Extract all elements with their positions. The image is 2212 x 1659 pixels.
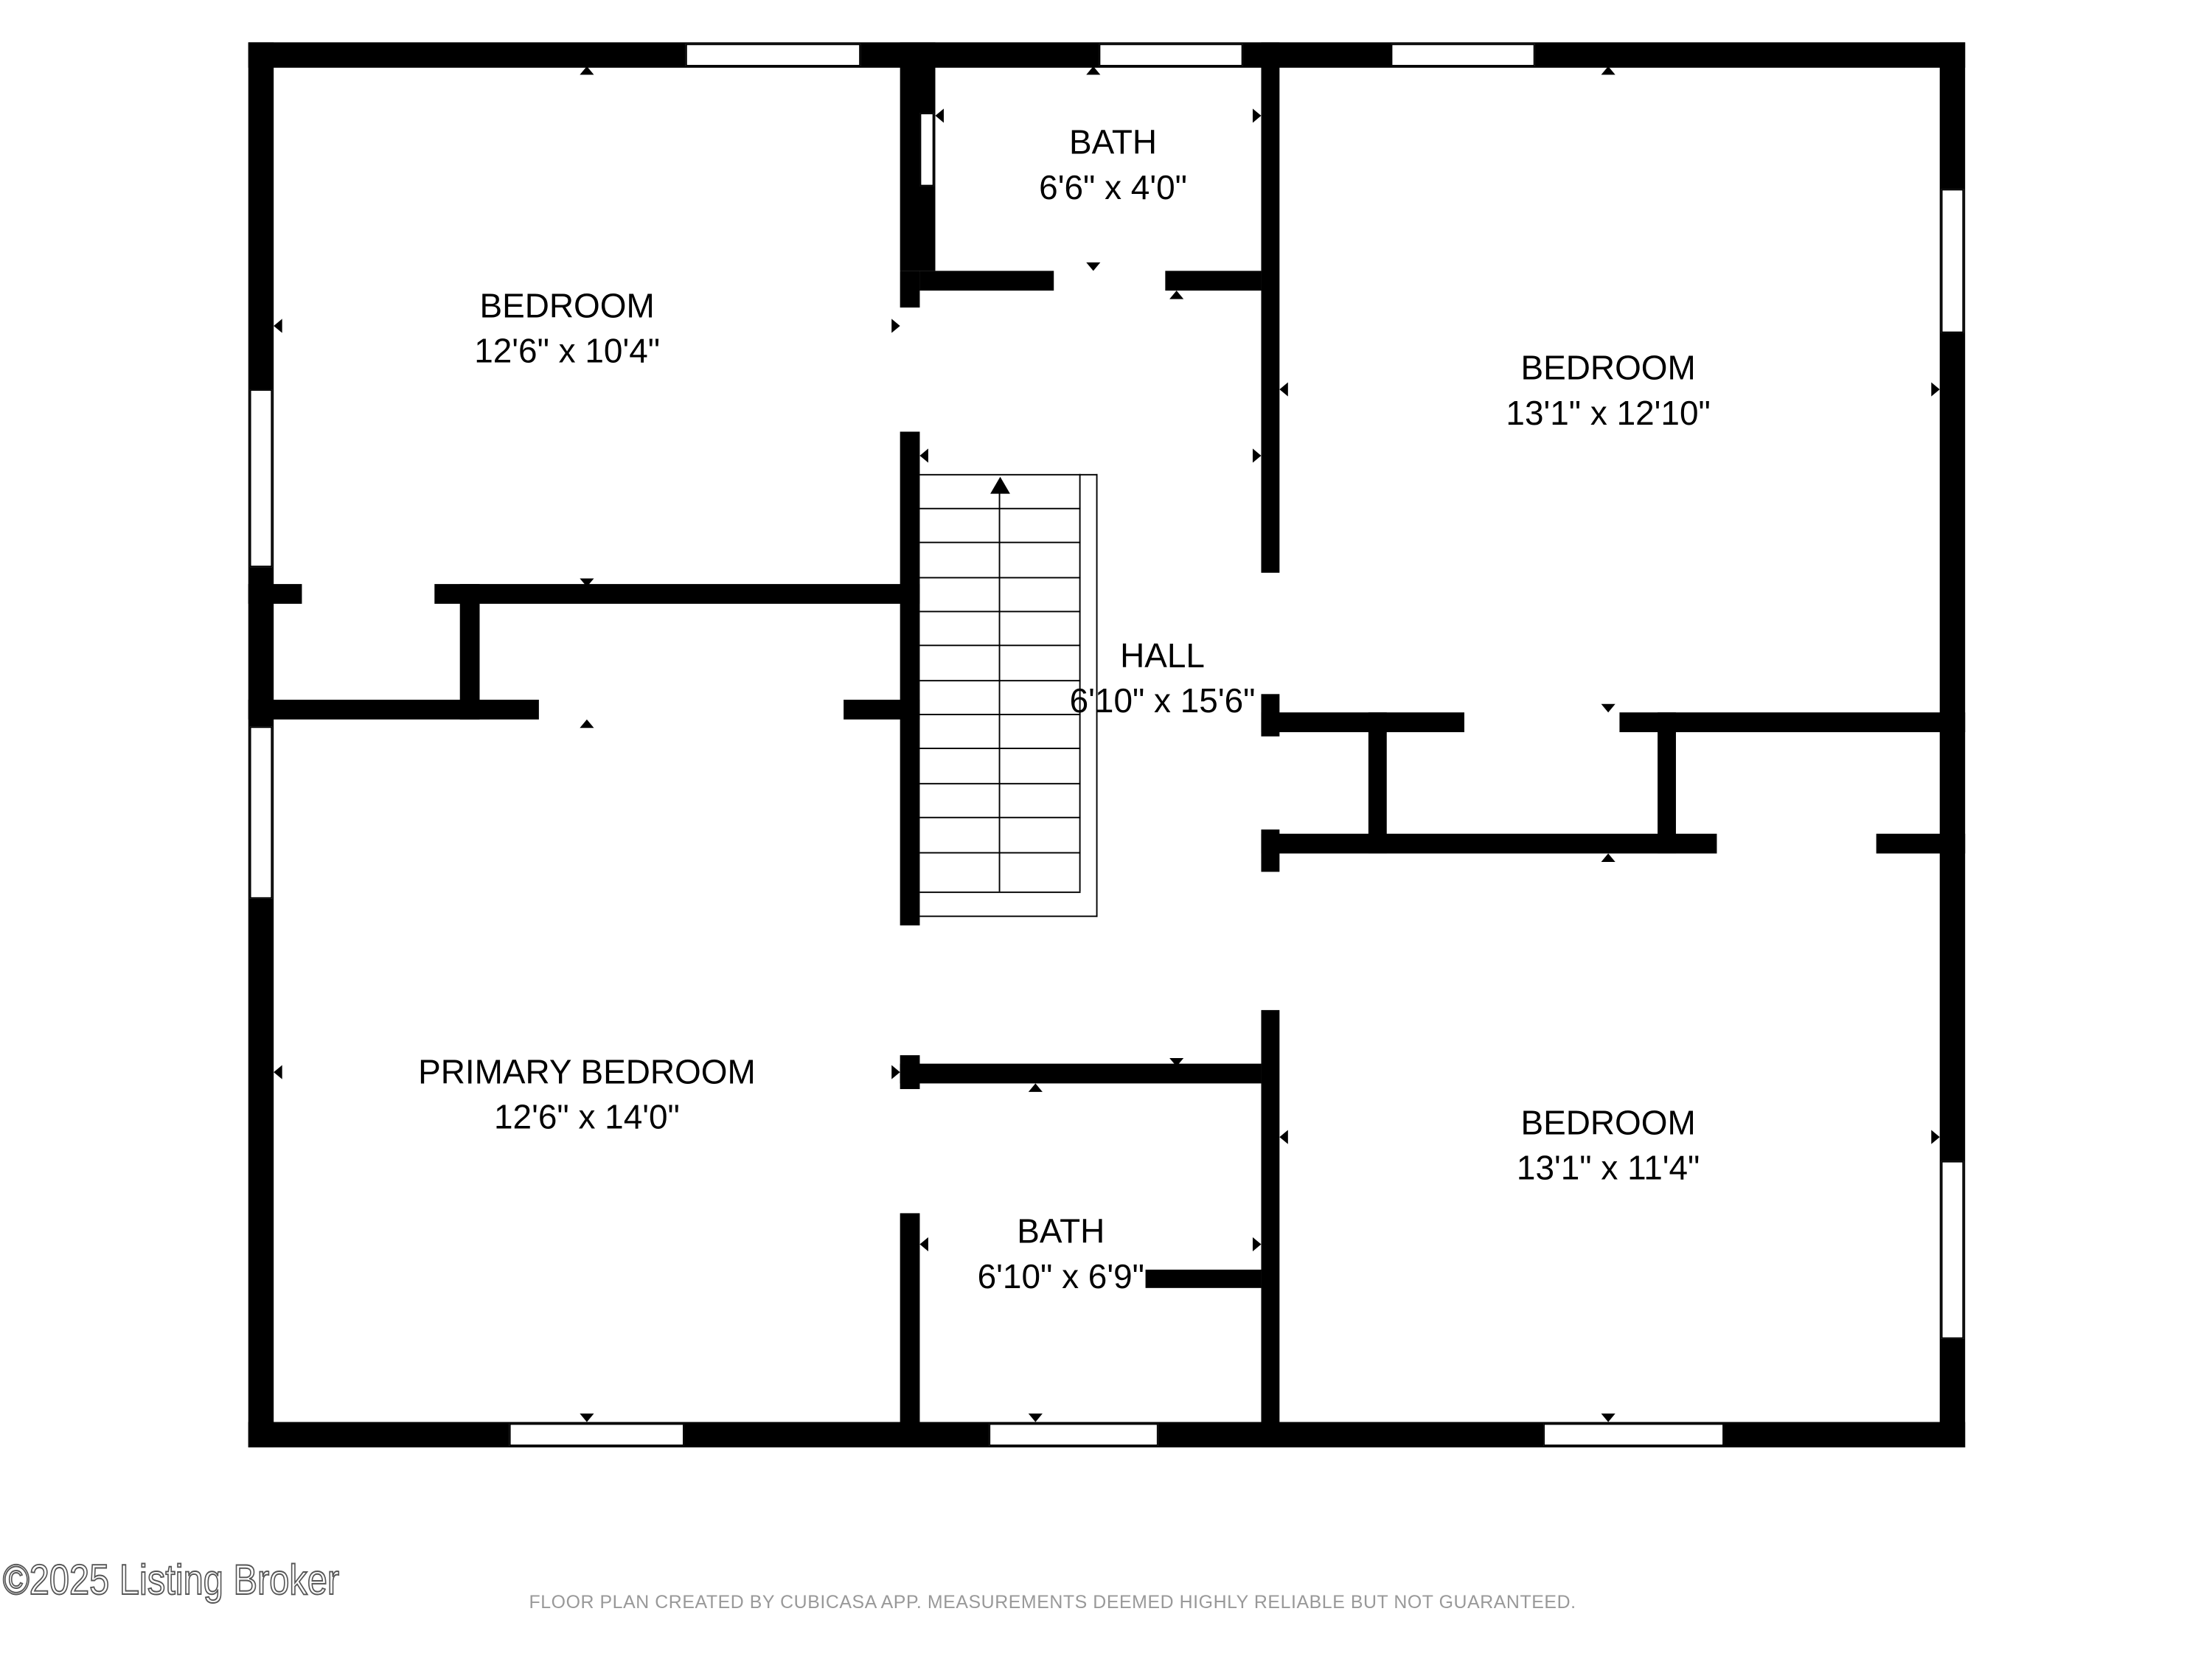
door-marker-icon <box>891 1065 900 1079</box>
wall-bedroom-lower-top-a <box>1261 833 1717 854</box>
door-marker-icon <box>919 1237 928 1252</box>
window-bottom-primary <box>509 1423 684 1447</box>
staircase <box>919 473 1098 917</box>
window-left-primary <box>249 726 273 899</box>
wall-bedroom-lower-top-b <box>1876 833 1966 854</box>
door-marker-icon <box>1086 262 1101 271</box>
door-marker-icon <box>580 66 594 75</box>
window-top-bedroom-right <box>1391 44 1535 66</box>
door-marker-icon <box>1931 382 1940 397</box>
wall-primary-top-a <box>248 699 539 720</box>
wall-bath2-left <box>900 1213 920 1448</box>
wall-bath-bottom-b <box>1165 271 1262 291</box>
window-bottom-bath <box>989 1423 1158 1447</box>
wall-primary-top-b <box>844 699 920 720</box>
door-marker-icon <box>1601 1413 1615 1422</box>
room-name: BEDROOM <box>1520 349 1696 389</box>
room-dimensions: 13'1" x 11'4" <box>1516 1150 1700 1188</box>
wall-bedroom-bottom-a <box>248 584 302 604</box>
door-marker-icon <box>891 319 900 333</box>
room-dimensions: 6'6" x 4'0" <box>1039 169 1187 208</box>
wall-bath2-top <box>900 1063 1262 1084</box>
door-marker-icon <box>1252 108 1262 123</box>
room-bath-lower: BATH 6'10" x 6'9" <box>978 1211 1144 1301</box>
room-name: HALL <box>1120 637 1205 676</box>
door-marker-icon <box>935 108 944 123</box>
door-marker-icon <box>1931 1130 1940 1144</box>
stair-arrow-up-icon <box>990 476 1010 494</box>
room-name: BATH <box>1017 1213 1105 1252</box>
door-marker-icon <box>1252 448 1262 463</box>
room-dimensions: 12'6" x 10'4" <box>474 333 661 372</box>
door-marker-icon <box>1601 66 1615 75</box>
wall-closet-right-divider-a <box>1368 712 1387 854</box>
wall-hall-left-upper <box>900 271 920 308</box>
room-name: BATH <box>1069 124 1158 163</box>
window-right-bedroom-lower <box>1941 1161 1964 1339</box>
door-marker-icon <box>1169 291 1184 299</box>
wall-closet-right-divider-b <box>1658 712 1676 854</box>
window-top-bath <box>1099 44 1243 66</box>
door-marker-icon <box>1028 1413 1043 1422</box>
wall-bath2-stub <box>1145 1269 1262 1288</box>
window-left-bedroom <box>249 389 273 568</box>
wall-bedroom-right-bottom-a <box>1261 712 1464 732</box>
door-marker-icon <box>1279 1130 1288 1144</box>
door-marker-icon <box>274 319 282 333</box>
stair-direction-line <box>998 485 1001 892</box>
copyright-watermark: ©2025 Listing Broker <box>2 1557 340 1604</box>
door-marker-icon <box>1279 382 1288 397</box>
window-bottom-bedroom-right <box>1543 1423 1725 1447</box>
wall-hall-right-upper <box>1261 42 1280 573</box>
wall-bath-bottom-a <box>919 271 1054 291</box>
room-hall: HALL 6'10" x 15'6" <box>1070 635 1256 725</box>
window-top-bedroom <box>685 44 861 66</box>
room-dimensions: 12'6" x 14'0" <box>494 1099 680 1138</box>
wall-hall-right-lower <box>1261 1009 1280 1448</box>
room-dimensions: 6'10" x 15'6" <box>1069 683 1256 721</box>
door-marker-icon <box>919 448 928 463</box>
room-bedroom-upper-right: BEDROOM 13'1" x 12'10" <box>1506 347 1710 437</box>
door-marker-icon <box>580 719 594 728</box>
room-dimensions: 13'1" x 12'10" <box>1506 394 1711 434</box>
wall-closet-divider <box>459 584 480 720</box>
wall-hall-left <box>900 431 920 926</box>
bath-left-door-gap <box>919 113 934 187</box>
wall-bedroom-bottom-b <box>434 584 920 604</box>
door-marker-icon <box>1601 703 1615 713</box>
door-marker-icon <box>580 1413 594 1422</box>
door-marker-icon <box>1169 1057 1184 1067</box>
door-marker-icon <box>1601 853 1615 863</box>
room-primary-bedroom: PRIMARY BEDROOM 12'6" x 14'0" <box>418 1051 756 1141</box>
disclaimer-text: FLOOR PLAN CREATED BY CUBICASA APP. MEAS… <box>529 1591 1576 1613</box>
door-marker-icon <box>274 1065 282 1079</box>
door-marker-icon <box>1086 66 1101 75</box>
room-name: PRIMARY BEDROOM <box>418 1054 756 1092</box>
room-bath-upper: BATH 6'6" x 4'0" <box>1039 122 1187 212</box>
door-marker-icon <box>580 578 594 587</box>
room-name: BEDROOM <box>479 288 655 326</box>
door-marker-icon <box>1252 1237 1262 1252</box>
door-marker-icon <box>1028 1083 1043 1092</box>
room-dimensions: 6'10" x 6'9" <box>977 1258 1144 1297</box>
room-bedroom-lower-right: BEDROOM 13'1" x 11'4" <box>1517 1102 1700 1192</box>
room-name: BEDROOM <box>1520 1105 1696 1143</box>
window-right-bedroom <box>1941 189 1964 333</box>
room-bedroom-upper-left: BEDROOM 12'6" x 10'4" <box>474 285 660 375</box>
wall-bedroom-right-bottom-b <box>1619 712 1966 732</box>
